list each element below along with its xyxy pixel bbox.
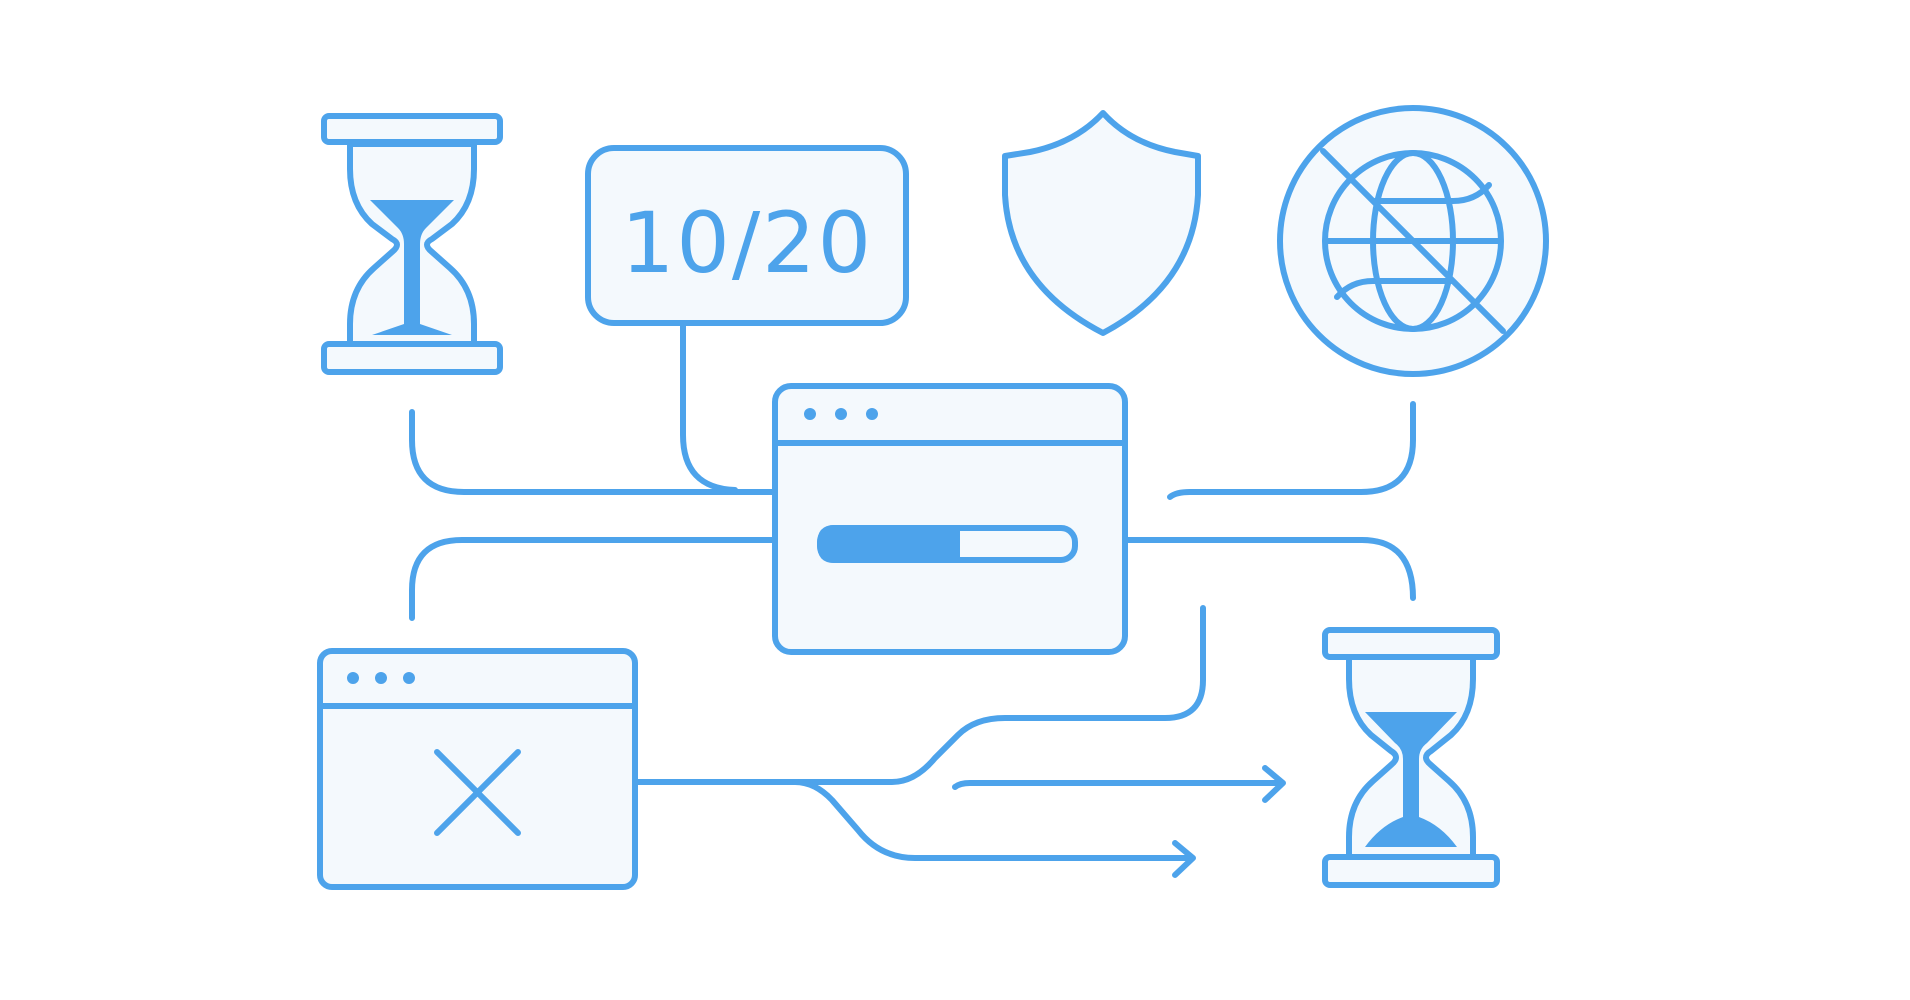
connectors <box>409 322 1416 861</box>
connector-hourglass-to-browser <box>409 409 775 495</box>
connector-browser-to-error-window <box>409 537 775 621</box>
window-dot-icon <box>804 408 816 420</box>
window-dot-icon <box>403 672 415 684</box>
arrow-lower <box>1172 840 1196 878</box>
arrow-head-right-icon <box>1262 765 1286 803</box>
globe-blocked-icon <box>1277 105 1549 377</box>
connector-counter-to-browser <box>680 322 738 493</box>
window-dot-icon <box>866 408 878 420</box>
progress-bar <box>817 525 1078 563</box>
connector-error-to-browser-right <box>634 605 1206 785</box>
arrow-head-right-icon <box>1172 840 1196 878</box>
error-x-icon <box>434 749 521 836</box>
connector-globe-to-browser <box>1167 401 1416 500</box>
connector-upper-arrow-line <box>952 780 1283 790</box>
browser-window-error <box>317 648 638 890</box>
rate-counter-badge: 10/20 <box>585 145 909 326</box>
shield-icon <box>1002 110 1201 336</box>
hourglass-icon <box>1322 627 1500 888</box>
window-dot-icon <box>347 672 359 684</box>
window-dot-icon <box>375 672 387 684</box>
hourglass-icon <box>321 113 503 375</box>
blocked-slash-icon <box>1320 148 1506 334</box>
connector-browser-to-hourglass <box>1122 537 1416 601</box>
connector-error-branch-lower <box>792 779 1193 861</box>
arrow-upper <box>1262 765 1286 803</box>
rate-counter-text: 10/20 <box>621 194 873 292</box>
window-dot-icon <box>835 408 847 420</box>
browser-window-loading <box>772 383 1128 655</box>
